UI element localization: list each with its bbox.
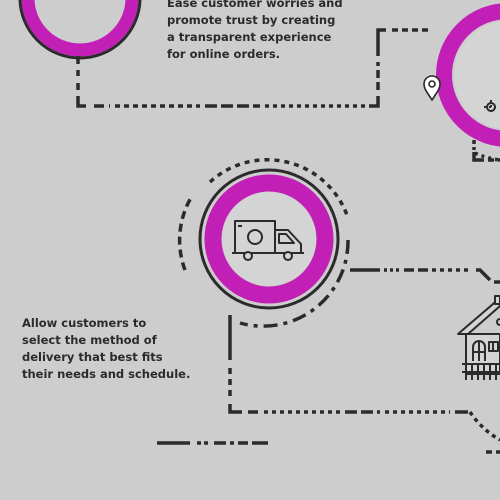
description-line: Ease customer worries and (167, 0, 343, 10)
connector-delivery-down (228, 315, 468, 414)
step-description-delivery: Allow customers to select the method of … (22, 315, 190, 383)
description-line: a transparent experience (167, 30, 332, 44)
house-icon (457, 295, 500, 380)
description-line: select the method of (22, 333, 157, 347)
connector-right (472, 140, 500, 162)
delivery-step-circle (177, 158, 350, 328)
top-right-step-circle (436, 3, 500, 162)
step-description-transparency: Ease customer worries and promote trust … (167, 0, 343, 63)
top-left-step-circle (18, 0, 142, 60)
connector-delivery-right (350, 268, 500, 284)
description-line: promote trust by creating (167, 13, 336, 27)
location-pin-icon (423, 75, 441, 102)
description-line: Allow customers to (22, 316, 147, 330)
description-line: delivery that best fits (22, 350, 163, 364)
house-step-arc (468, 411, 500, 454)
description-line: for online orders. (167, 47, 281, 61)
delivery-truck-icon (232, 220, 304, 261)
description-line: their needs and schedule. (22, 367, 191, 381)
gear-icon (484, 100, 498, 114)
connector-top-left (76, 28, 432, 108)
